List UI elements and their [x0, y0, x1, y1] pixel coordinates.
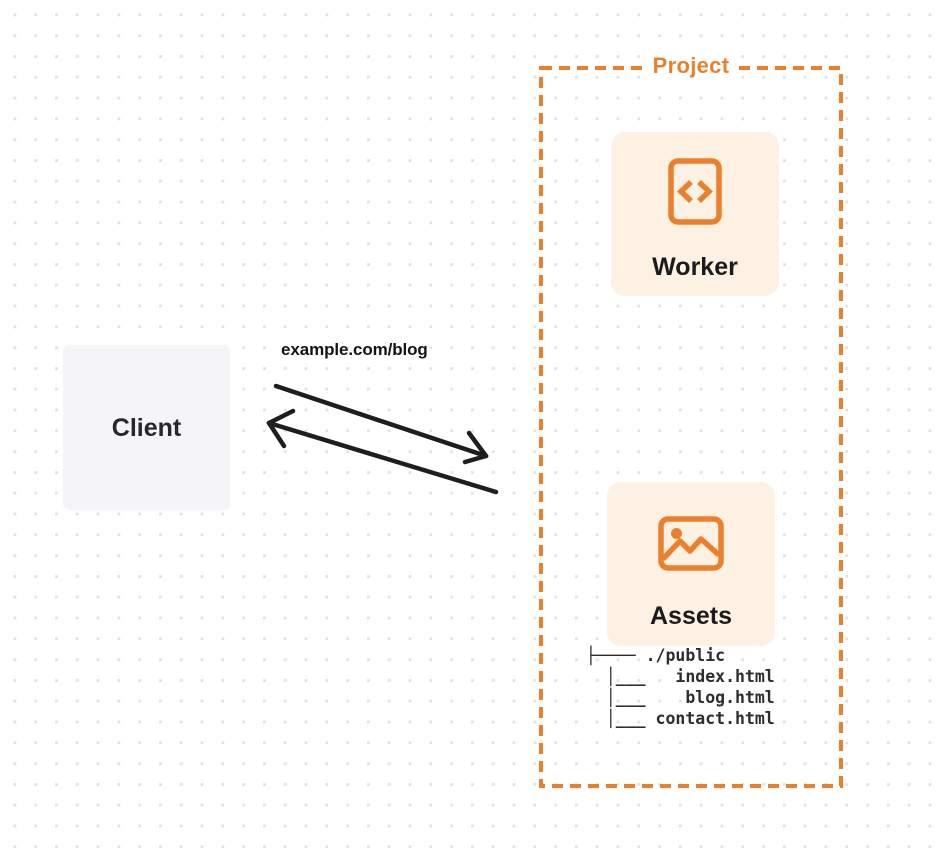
response-arrow: [266, 408, 499, 495]
assets-label: Assets: [650, 602, 732, 630]
tree-line-blog: │___ blog.html: [586, 688, 775, 707]
response-arrowhead-upper: [266, 408, 296, 426]
response-arrow-line: [266, 420, 499, 495]
assets-file-tree: ├──── ./public │___ index.html │___ blog…: [586, 645, 775, 729]
worker-card: Worker: [611, 132, 779, 296]
code-file-icon: [668, 158, 722, 225]
request-arrowhead-lower: [462, 453, 489, 465]
tree-line-contact: │___ contact.html: [586, 709, 775, 728]
request-arrowhead-upper: [466, 430, 489, 459]
response-arrowhead-lower: [266, 420, 287, 449]
assets-card: Assets: [607, 482, 775, 646]
request-url-label: example.com/blog: [281, 340, 428, 359]
request-arrow: [273, 383, 489, 465]
tree-line-public: ├──── ./public: [586, 646, 726, 665]
client-label: Client: [111, 413, 182, 442]
request-arrow-line: [273, 383, 489, 459]
project-label: Project: [647, 53, 735, 79]
worker-label: Worker: [652, 253, 738, 281]
project-label-wrap: Project: [541, 51, 841, 81]
image-icon: [658, 516, 724, 571]
tree-line-index: │___ index.html: [586, 667, 775, 686]
client-box: Client: [63, 345, 230, 510]
